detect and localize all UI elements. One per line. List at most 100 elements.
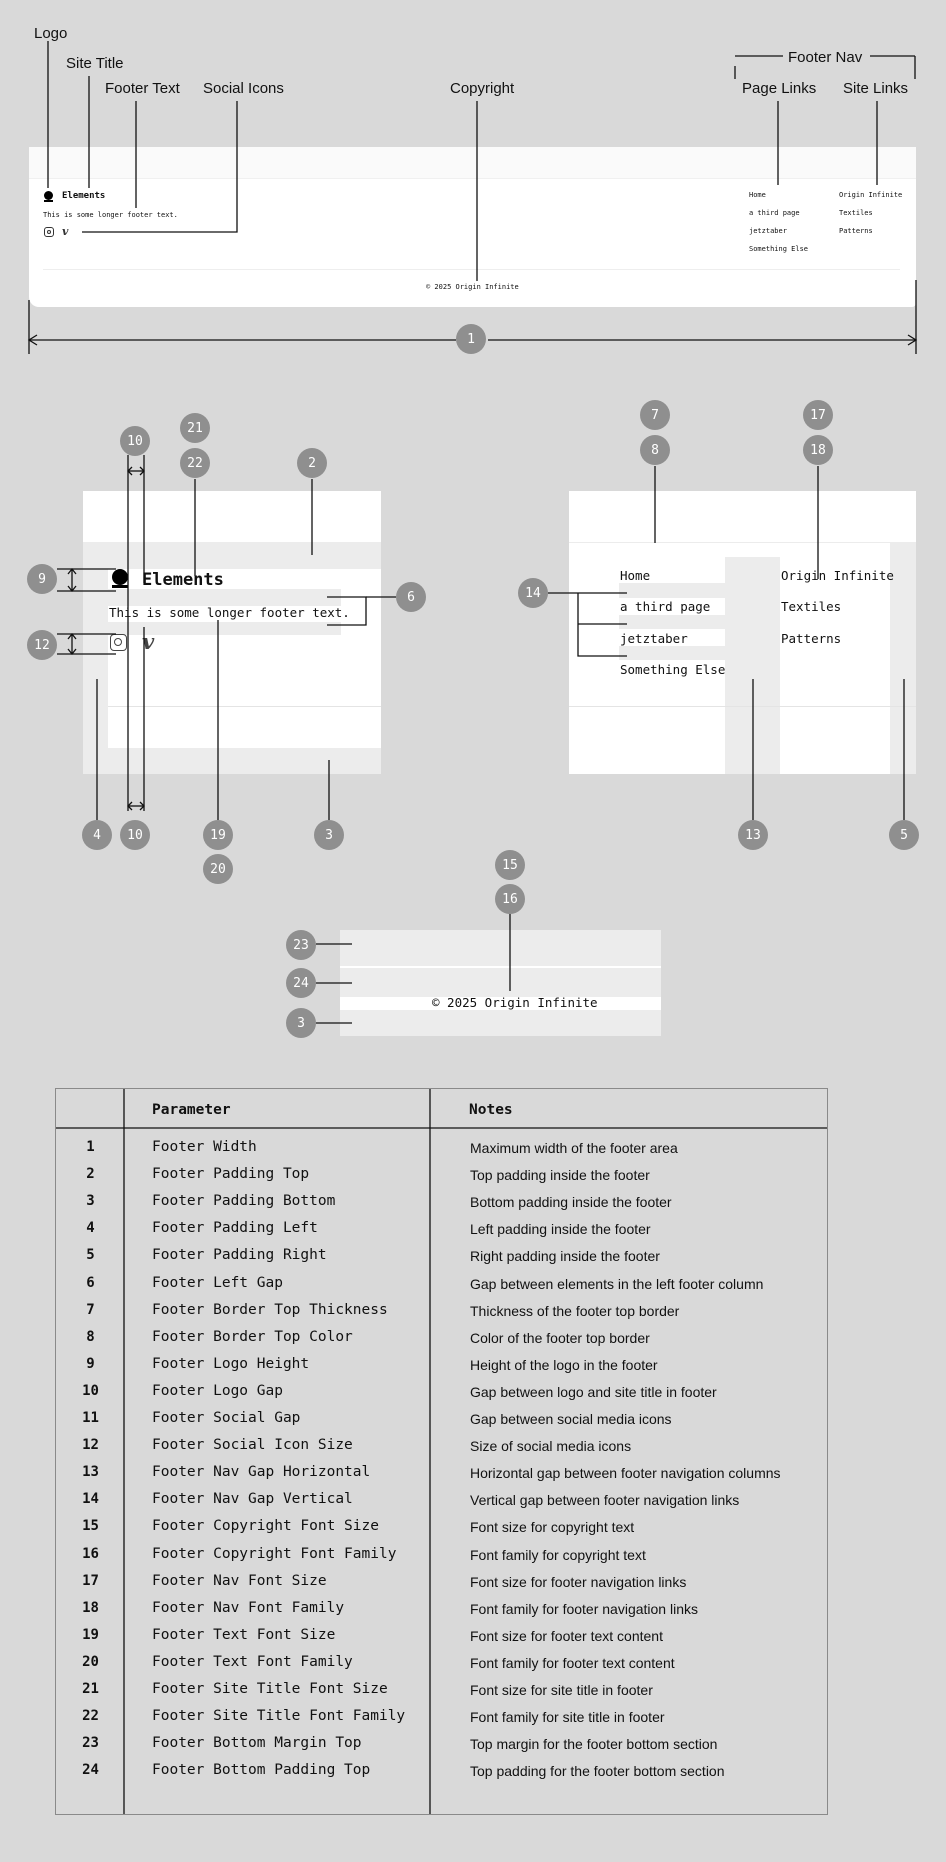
site-link[interactable]: Origin Infinite (781, 568, 894, 583)
logo-base (112, 585, 128, 588)
vimeo-icon[interactable]: v (142, 629, 155, 654)
row-parameter: Footer Logo Gap (152, 1382, 283, 1399)
badge-padding-top: 2 (297, 448, 327, 478)
badge-padding-left: 4 (82, 820, 112, 850)
instagram-icon[interactable] (110, 634, 127, 651)
detail-left-panel: Elements This is some longer footer text… (83, 491, 381, 774)
row-parameter: Footer Left Gap (152, 1274, 283, 1291)
row-notes: Font size for footer text content (470, 1627, 663, 1644)
site-link[interactable]: Origin Infinite (839, 191, 903, 199)
row-parameter: Footer Bottom Padding Top (152, 1762, 371, 1779)
row-notes: Gap between logo and site title in foote… (470, 1383, 717, 1400)
row-parameter: Footer Copyright Font Size (152, 1518, 379, 1535)
row-parameter: Footer Nav Font Family (152, 1599, 345, 1616)
detail-copyright: © 2025 Origin Infinite (432, 995, 598, 1010)
badge-nav-font-size: 17 (803, 400, 833, 430)
row-number: 4 (86, 1220, 95, 1237)
padding-right-zone (890, 543, 916, 774)
badge-social-icon-size: 12 (27, 630, 57, 660)
row-number: 6 (86, 1274, 95, 1291)
badge-logo-gap: 10 (120, 426, 150, 456)
badge-nav-font-family: 18 (803, 435, 833, 465)
row-number: 20 (82, 1653, 99, 1670)
page-link[interactable]: jetztaber (749, 227, 787, 235)
row-parameter: Footer Padding Top (152, 1166, 310, 1183)
row-number: 21 (82, 1681, 99, 1697)
row-parameter: Footer Text Font Family (152, 1653, 353, 1670)
site-link[interactable]: Patterns (839, 227, 873, 235)
page-link[interactable]: Home (620, 568, 651, 583)
nav-gap-vertical-3 (619, 646, 725, 660)
badge-nav-gap-vertical: 14 (518, 578, 548, 608)
site-link[interactable]: Textiles (839, 209, 873, 217)
row-number: 3 (86, 1193, 95, 1210)
detail-bottom-panel: © 2025 Origin Infinite (340, 930, 661, 1036)
vimeo-icon[interactable]: v (62, 225, 69, 238)
row-number: 23 (82, 1735, 99, 1752)
label-social-icons: Social Icons (203, 80, 284, 97)
badge-bottom-padding-top: 24 (286, 968, 316, 998)
badge-text-font-size: 19 (203, 820, 233, 850)
row-notes: Horizontal gap between footer navigation… (470, 1465, 781, 1482)
site-link[interactable]: Patterns (781, 631, 842, 646)
bottom-divider (340, 966, 661, 968)
badge-copyright-font-family: 16 (495, 884, 525, 914)
nav-gap-vertical-1 (619, 583, 725, 598)
badge-padding-bottom-2: 3 (286, 1008, 316, 1038)
row-parameter: Footer Site Title Font Size (152, 1681, 388, 1697)
row-parameter: Footer Nav Font Size (152, 1572, 327, 1589)
page-link[interactable]: Something Else (749, 245, 809, 253)
row-parameter: Footer Nav Gap Horizontal (152, 1464, 371, 1481)
label-site-title: Site Title (66, 55, 124, 72)
row-notes: Left padding inside the footer (470, 1221, 651, 1238)
row-notes: Top padding for the footer bottom sectio… (470, 1763, 725, 1780)
row-notes: Top margin for the footer bottom section (470, 1736, 718, 1753)
logo-icon (44, 191, 53, 200)
label-page-links: Page Links (742, 80, 817, 97)
label-footer-nav: Footer Nav (788, 49, 863, 66)
row-parameter: Footer Border Top Color (152, 1328, 353, 1345)
row-notes: Font family for site title in footer (470, 1709, 665, 1726)
badge-padding-bottom: 3 (314, 820, 344, 850)
padding-left-zone (83, 569, 108, 748)
badge-text-font-family: 20 (203, 854, 233, 884)
page-link[interactable]: a third page (620, 599, 711, 614)
instagram-icon[interactable] (44, 227, 54, 237)
site-link[interactable]: Textiles (781, 599, 842, 614)
row-number: 14 (82, 1491, 99, 1508)
footer-site-title: Elements (62, 191, 106, 201)
badge-border-top-color: 8 (640, 435, 670, 465)
detail-right-panel: Home a third page jetztaber Something El… (569, 491, 916, 774)
table-header-parameter: Parameter (152, 1102, 231, 1118)
footer-top-border (29, 147, 916, 179)
row-number: 8 (86, 1328, 95, 1345)
badge-padding-right: 5 (889, 820, 919, 850)
text-row (108, 606, 341, 622)
page-link[interactable]: Something Else (620, 662, 726, 677)
label-copyright: Copyright (450, 80, 515, 97)
padding-top-zone (83, 542, 381, 569)
badge-nav-gap-horizontal: 13 (738, 820, 768, 850)
page-link[interactable]: jetztaber (620, 631, 688, 646)
row-parameter: Footer Padding Bottom (152, 1193, 336, 1210)
table-header-notes: Notes (469, 1102, 513, 1118)
row-number: 22 (82, 1708, 99, 1725)
page-link[interactable]: Home (749, 191, 766, 199)
page-link[interactable]: a third page (749, 209, 800, 217)
row-parameter: Footer Bottom Margin Top (152, 1735, 362, 1752)
footer-copyright: © 2025 Origin Infinite (426, 283, 519, 291)
row-number: 19 (82, 1626, 99, 1643)
